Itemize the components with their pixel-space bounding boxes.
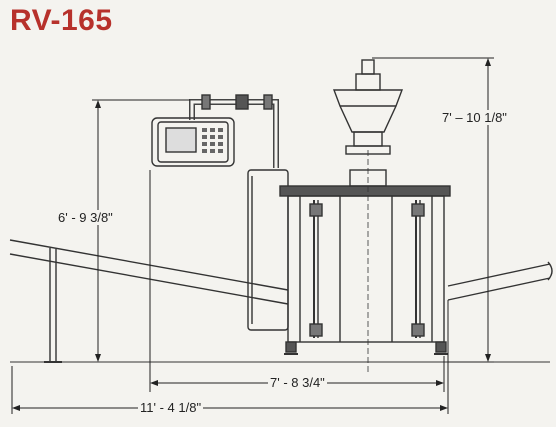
left-infeed-conveyor xyxy=(9,239,289,363)
machine-width-label: 7' - 8 3/4" xyxy=(268,375,327,390)
overall-height-label: 7' – 10 1/8" xyxy=(440,110,509,125)
dim-overall-length xyxy=(11,300,449,414)
right-outfeed-conveyor xyxy=(447,261,553,301)
hmi-panel xyxy=(151,117,235,167)
main-frame xyxy=(279,150,451,372)
model-title: RV-165 xyxy=(10,4,113,37)
hopper-height-label: 6' - 9 3/8" xyxy=(56,210,115,225)
overall-length-label: 11' - 4 1/8" xyxy=(138,400,204,415)
dim-overall-height xyxy=(372,57,494,363)
dim-hopper-height xyxy=(92,99,190,362)
dim-machine-width xyxy=(149,170,445,392)
hopper-assembly xyxy=(332,59,404,187)
supply-pipe xyxy=(189,94,279,168)
